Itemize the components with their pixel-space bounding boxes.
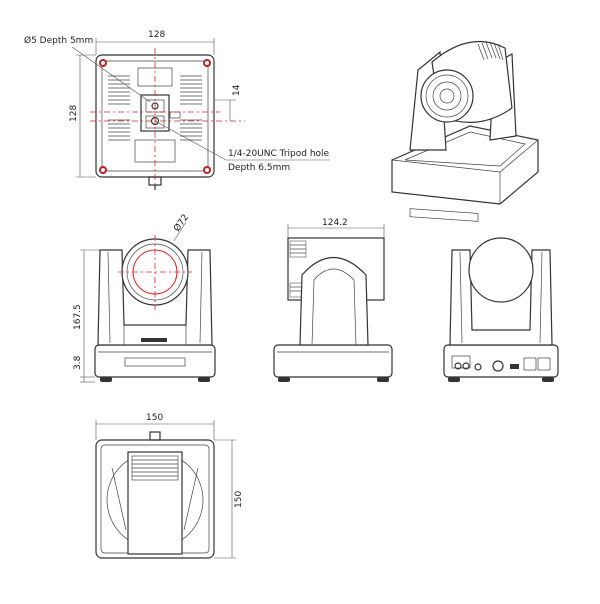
bottom-vents-left	[108, 75, 130, 141]
perspective-view	[391, 41, 539, 222]
top-depth-label: 150	[234, 491, 244, 508]
side-view	[273, 224, 393, 382]
bottom-height-label: 128	[69, 105, 79, 122]
head-vents	[477, 41, 504, 61]
tripod-hole-label-1: 1/4-20UNC Tripod hole	[228, 149, 330, 159]
front-view	[80, 221, 216, 383]
side-vents	[289, 240, 307, 298]
lens-diameter-label: Ø72	[171, 212, 191, 234]
tripod-hole-label-2: Depth 6.5mm	[228, 163, 290, 173]
corner-screw-holes	[99, 59, 211, 174]
bottom-width-label: 128	[148, 30, 165, 40]
rear-connectors	[451, 355, 551, 372]
hole-callout-label: Ø5 Depth 5mm	[24, 35, 93, 46]
bottom-view	[71, 38, 330, 190]
top-view	[95, 420, 236, 559]
base-height-label: 3.8	[73, 355, 83, 370]
top-vents	[132, 459, 178, 477]
bottom-vents-right	[180, 75, 202, 141]
rear-view	[443, 237, 559, 382]
hole-offset-label: 14	[232, 84, 242, 96]
top-width-label: 150	[146, 413, 163, 423]
front-height-label: 167.5	[73, 304, 83, 330]
side-depth-label: 124.2	[322, 218, 348, 228]
